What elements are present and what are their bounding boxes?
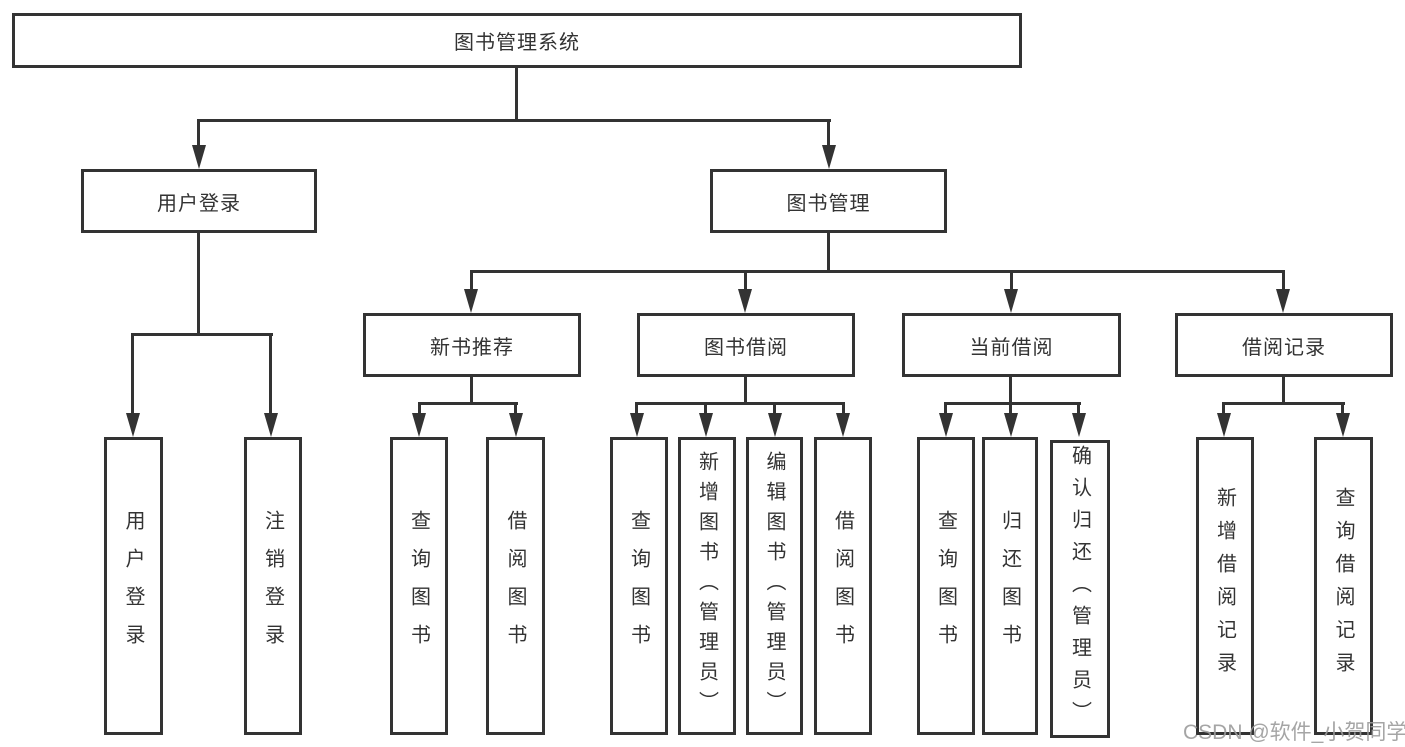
- connector-book-mgmt-stem: [827, 233, 830, 272]
- connector-drop-br-query: [1341, 402, 1344, 415]
- leaf-nb-borrow-books: 借阅图书: [486, 437, 545, 735]
- arrow-down-cb-query-icon: [939, 413, 953, 437]
- connector-drop-bb-query: [635, 402, 638, 415]
- leaf-cb-return-books: 归还图书: [982, 437, 1038, 735]
- arrow-down-book-borrow-icon: [738, 289, 752, 313]
- arrow-down-bb-edit-icon: [768, 413, 782, 437]
- node-book-management: 图书管理: [710, 169, 947, 233]
- arrow-down-cb-return-icon: [1004, 413, 1018, 437]
- connector-drop-cb-query: [944, 402, 947, 415]
- node-current-borrowing-label: 当前借阅: [969, 336, 1054, 359]
- node-user-login: 用户登录: [81, 169, 317, 233]
- node-borrowing-records-label: 借阅记录: [1242, 336, 1326, 359]
- leaf-cb-confirm-return-admin-label: 确认归还（管理员）: [1068, 445, 1091, 733]
- connector-drop-bb-borrow: [842, 402, 845, 415]
- connector-drop-login-leaf: [131, 333, 134, 415]
- node-root-label: 图书管理系统: [454, 32, 580, 54]
- leaf-nb-borrow-books-label: 借阅图书: [504, 510, 526, 662]
- leaf-br-query-record-label: 查询借阅记录: [1332, 487, 1354, 685]
- connector-level3-rail: [470, 270, 1285, 273]
- arrow-down-login-leaf-icon: [126, 413, 140, 437]
- arrow-down-br-add-icon: [1217, 413, 1231, 437]
- arrow-down-new-book-icon: [464, 289, 478, 313]
- connector-drop-cb-return: [1009, 402, 1012, 415]
- connector-borrow-records-rail: [1222, 402, 1345, 405]
- leaf-bb-add-books-admin: 新增图书（管理员）: [678, 437, 736, 735]
- node-borrowing-records: 借阅记录: [1175, 313, 1393, 377]
- node-current-borrowing: 当前借阅: [902, 313, 1121, 377]
- leaf-bb-borrow-books: 借阅图书: [814, 437, 872, 735]
- connector-book-borrow-stem: [744, 377, 747, 404]
- leaf-bb-add-books-admin-label: 新增图书（管理员）: [695, 451, 718, 721]
- connector-drop-new-book: [470, 270, 473, 291]
- leaf-cb-return-books-label: 归还图书: [998, 510, 1021, 662]
- arrow-down-logout-leaf-icon: [264, 413, 278, 437]
- leaf-cb-query-books-label: 查询图书: [934, 510, 957, 662]
- connector-current-borrow-stem: [1009, 377, 1012, 404]
- arrow-down-book-mgmt-icon: [822, 145, 836, 169]
- connector-drop-bb-edit: [773, 402, 776, 415]
- leaf-bb-edit-books-admin-label: 编辑图书（管理员）: [763, 451, 785, 721]
- arrow-down-nb-borrow-icon: [509, 413, 523, 437]
- connector-drop-book-mgmt: [827, 119, 830, 147]
- connector-drop-br-add: [1222, 402, 1225, 415]
- connector-drop-cb-confirm: [1077, 402, 1080, 415]
- arrow-down-current-borrow-icon: [1004, 289, 1018, 313]
- connector-root-stem: [515, 68, 518, 121]
- connector-drop-current-borrow: [1010, 270, 1013, 291]
- leaf-bb-borrow-books-label: 借阅图书: [831, 510, 854, 662]
- node-root-system: 图书管理系统: [12, 13, 1022, 68]
- leaf-br-add-record: 新增借阅记录: [1196, 437, 1254, 735]
- leaf-logout-label: 注销登录: [261, 510, 284, 662]
- arrow-down-bb-borrow-icon: [836, 413, 850, 437]
- leaf-br-query-record: 查询借阅记录: [1314, 437, 1373, 735]
- node-user-login-label: 用户登录: [157, 192, 241, 215]
- connector-drop-bb-add: [704, 402, 707, 415]
- leaf-br-add-record-label: 新增借阅记录: [1213, 487, 1236, 685]
- connector-level2-rail: [197, 119, 831, 122]
- leaf-nb-query-books: 查询图书: [390, 437, 448, 735]
- arrow-down-br-query-icon: [1336, 413, 1350, 437]
- leaf-logout: 注销登录: [244, 437, 302, 735]
- connector-current-borrow-rail: [944, 402, 1081, 405]
- leaf-user-login-label: 用户登录: [122, 510, 144, 662]
- leaf-bb-query-books: 查询图书: [610, 437, 668, 735]
- connector-user-login-rail: [131, 333, 273, 336]
- leaf-user-login: 用户登录: [104, 437, 163, 735]
- arrow-down-bb-add-icon: [699, 413, 713, 437]
- connector-drop-nb-borrow: [514, 402, 517, 415]
- connector-new-book-rail: [418, 402, 518, 405]
- connector-drop-user-login: [197, 119, 200, 147]
- connector-user-login-stem: [197, 233, 200, 335]
- leaf-nb-query-books-label: 查询图书: [407, 510, 430, 662]
- arrow-down-borrow-records-icon: [1276, 289, 1290, 313]
- leaf-bb-query-books-label: 查询图书: [627, 510, 650, 662]
- connector-book-borrow-rail: [635, 402, 845, 405]
- leaf-cb-confirm-return-admin: 确认归还（管理员）: [1050, 440, 1110, 738]
- connector-drop-book-borrow: [744, 270, 747, 291]
- node-book-management-label: 图书管理: [786, 192, 871, 215]
- node-new-book-recommend-label: 新书推荐: [430, 336, 514, 359]
- csdn-watermark: CSDN @软件_小贺同学: [1183, 721, 1405, 744]
- connector-drop-borrow-records: [1282, 270, 1285, 291]
- leaf-bb-edit-books-admin: 编辑图书（管理员）: [746, 437, 803, 735]
- node-book-borrowing: 图书借阅: [637, 313, 855, 377]
- arrow-down-user-login-icon: [192, 145, 206, 169]
- connector-borrow-records-stem: [1282, 377, 1285, 404]
- connector-new-book-stem: [470, 377, 473, 404]
- node-new-book-recommend: 新书推荐: [363, 313, 581, 377]
- arrow-down-bb-query-icon: [630, 413, 644, 437]
- node-book-borrowing-label: 图书借阅: [704, 336, 788, 359]
- connector-drop-nb-query: [418, 402, 421, 415]
- arrow-down-nb-query-icon: [412, 413, 426, 437]
- connector-drop-logout-leaf: [269, 333, 272, 415]
- leaf-cb-query-books: 查询图书: [917, 437, 975, 735]
- arrow-down-cb-confirm-icon: [1072, 413, 1086, 437]
